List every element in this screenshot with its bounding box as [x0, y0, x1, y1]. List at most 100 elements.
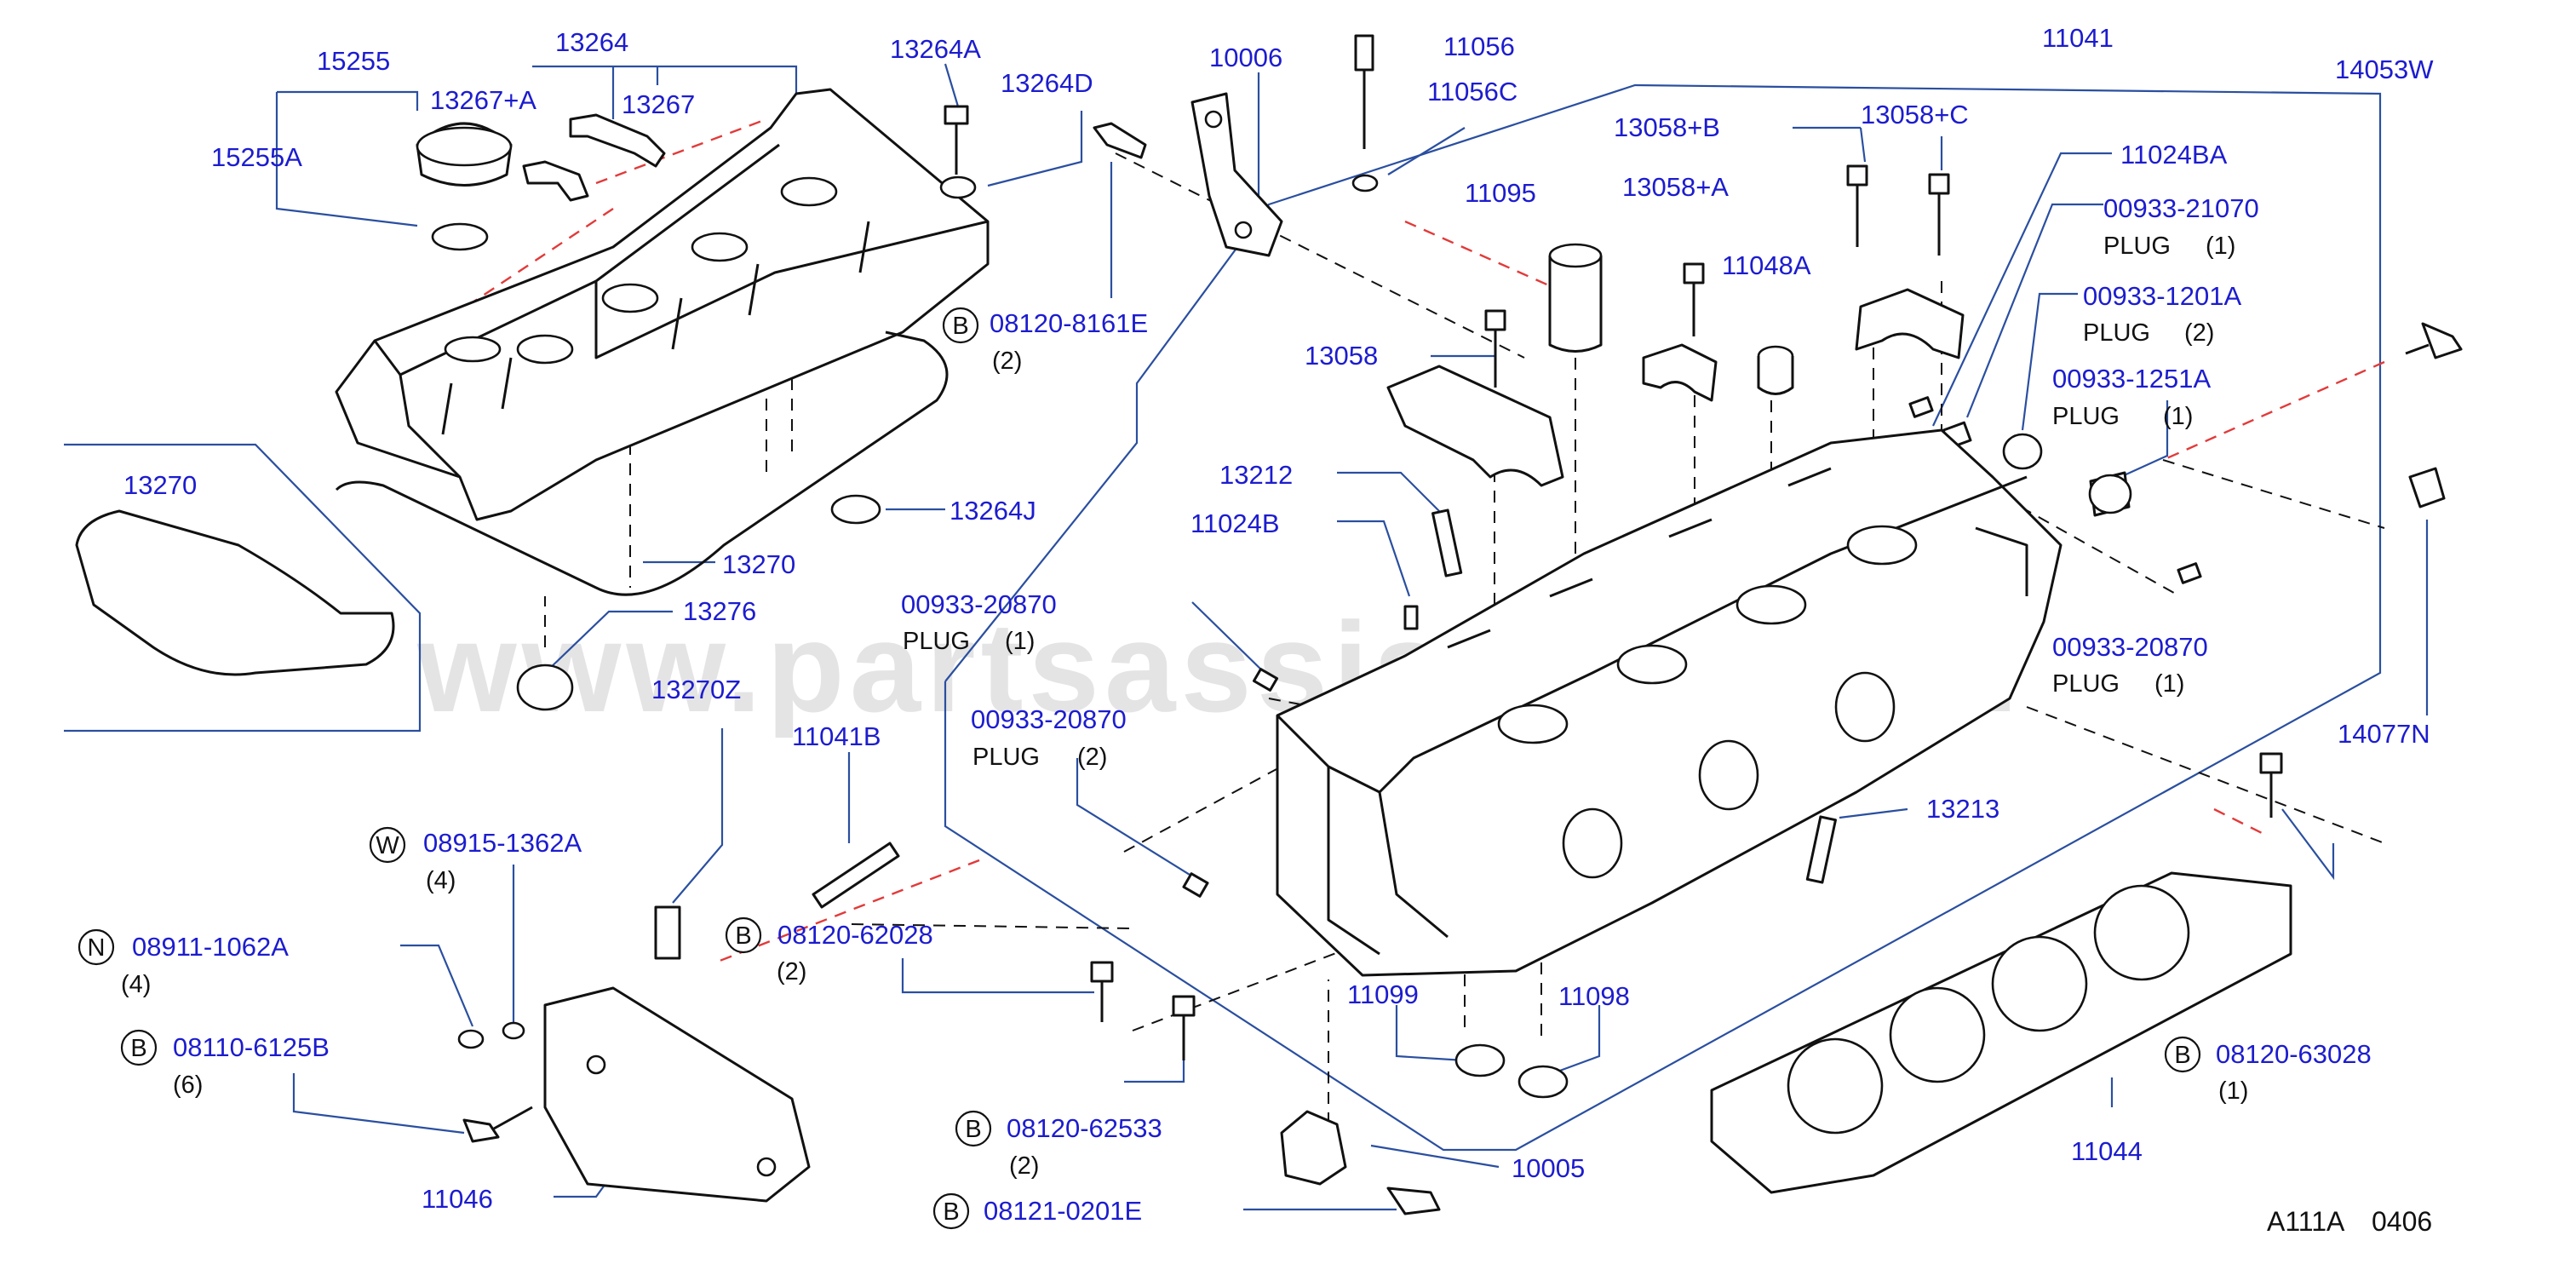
- label-08915-1362A: 08915-1362A: [423, 828, 582, 858]
- svg-text:B: B: [2174, 1042, 2190, 1069]
- timing-cover: [457, 905, 811, 1203]
- label-11056: 11056: [1443, 32, 1515, 61]
- label-13264J: 13264J: [950, 496, 1036, 526]
- rocker-cover: [335, 88, 990, 521]
- label-00933-20870-b: 00933-20870: [2052, 632, 2208, 662]
- svg-text:B: B: [965, 1116, 981, 1143]
- label-08120-62028: 08120-62028: [777, 920, 933, 950]
- circle-markers: B W B N B B B B: [77, 307, 2201, 1230]
- lifting-bracket: [1190, 92, 1283, 257]
- label-14077N: 14077N: [2338, 719, 2430, 749]
- label-08110-6125B: 08110-6125B: [173, 1032, 330, 1062]
- qty-text: (2): [777, 958, 806, 985]
- cover-gaskets: [75, 330, 949, 711]
- marker-b: B: [120, 1029, 158, 1066]
- page-number: 0406: [2372, 1206, 2432, 1237]
- label-13264A: 13264A: [890, 34, 981, 64]
- seals-11099-11098: [1454, 1043, 1569, 1099]
- part-labels: 15255 15255A 13264 13267+A 13267 13264A …: [121, 23, 2434, 1226]
- side-bolt-and-plate: [2405, 322, 2463, 508]
- marker-b: B: [2164, 1036, 2201, 1073]
- label-11024B: 11024B: [1190, 508, 1280, 538]
- label-13270-inset: 13270: [123, 470, 197, 500]
- qty-text: (4): [426, 867, 456, 894]
- qty-text: (2): [2184, 319, 2214, 347]
- oil-filler-cap: [416, 122, 513, 251]
- qty-text: (1): [1005, 628, 1035, 655]
- label-11044: 11044: [2071, 1136, 2143, 1166]
- head-gasket: [1710, 871, 2292, 1194]
- label-08121-0201E: 08121-0201E: [984, 1196, 1142, 1226]
- label-15255A: 15255A: [211, 142, 302, 172]
- label-00933-1201A: 00933-1201A: [2083, 281, 2241, 311]
- svg-text:B: B: [952, 313, 968, 340]
- marker-b: B: [955, 1110, 992, 1147]
- label-11056C: 11056C: [1427, 77, 1517, 106]
- plug-text: PLUG: [2052, 403, 2120, 430]
- qty-text: (2): [1077, 744, 1107, 771]
- label-11024BA: 11024BA: [2120, 140, 2228, 169]
- label-13267: 13267: [622, 89, 695, 119]
- marker-b: B: [942, 307, 979, 344]
- lower-bolts: [1090, 752, 2283, 1060]
- cover-bolts: [939, 105, 1147, 199]
- label-11046: 11046: [422, 1184, 493, 1214]
- marker-n: N: [77, 928, 115, 966]
- label-13267A: 13267+A: [430, 85, 536, 115]
- cam-caps: [1386, 288, 1965, 487]
- label-13213: 13213: [1926, 794, 1999, 824]
- label-14053W: 14053W: [2335, 55, 2434, 84]
- plug-text: PLUG: [903, 628, 970, 655]
- seal-11048A: [1757, 345, 1794, 395]
- label-11095: 11095: [1465, 178, 1536, 208]
- plug-text: PLUG: [2103, 233, 2171, 260]
- plug-text: PLUG: [2083, 319, 2150, 347]
- label-08911-1062A: 08911-1062A: [132, 932, 289, 962]
- plug-11095: [1548, 243, 1603, 353]
- qty-text: (1): [2154, 670, 2184, 698]
- cylinder-head: [1276, 428, 2063, 977]
- label-11099: 11099: [1347, 980, 1419, 1009]
- water-outlet: [1280, 1110, 1441, 1215]
- label-13058C: 13058+C: [1861, 100, 1969, 129]
- qty-text: (1): [2163, 403, 2193, 430]
- stud-11041B: [812, 842, 900, 909]
- label-13058A: 13058+A: [1622, 172, 1729, 202]
- label-11041B: 11041B: [792, 721, 881, 751]
- svg-text:B: B: [130, 1035, 146, 1062]
- label-13264D: 13264D: [1001, 68, 1093, 98]
- qty-text: (1): [2218, 1077, 2248, 1105]
- label-00933-20870-c: 00933-20870: [971, 704, 1127, 734]
- svg-text:B: B: [735, 922, 751, 950]
- label-13276: 13276: [683, 596, 756, 626]
- label-13058: 13058: [1305, 341, 1378, 371]
- qty-text: (2): [992, 348, 1022, 375]
- label-15255: 15255: [317, 46, 390, 76]
- qty-text: (4): [121, 971, 151, 998]
- pcv-hoses: [522, 113, 666, 202]
- qty-text: (1): [2206, 233, 2235, 260]
- dowel-pins: [1182, 508, 1837, 898]
- label-11048A: 11048A: [1722, 250, 1811, 280]
- label-08120-63028: 08120-63028: [2216, 1039, 2372, 1069]
- small-plugs: [1908, 396, 2202, 584]
- label-13212: 13212: [1219, 460, 1293, 490]
- plug-text: PLUG: [972, 744, 1040, 771]
- svg-text:N: N: [88, 934, 106, 962]
- svg-text:B: B: [943, 1198, 959, 1226]
- diagram-code: A111A: [2267, 1206, 2345, 1237]
- cam-cap-bolts: [1484, 164, 1950, 388]
- label-08120-8161E: 08120-8161E: [990, 308, 1148, 338]
- marker-w: W: [369, 826, 406, 864]
- label-08120-62533: 08120-62533: [1007, 1113, 1162, 1143]
- label-00933-21070: 00933-21070: [2103, 193, 2259, 223]
- label-00933-1251A: 00933-1251A: [2052, 364, 2211, 394]
- marker-b: B: [725, 916, 762, 954]
- marker-b: B: [932, 1192, 970, 1230]
- label-11098: 11098: [1558, 981, 1630, 1011]
- label-13264: 13264: [555, 27, 628, 57]
- plug-text: PLUG: [2052, 670, 2120, 698]
- stud-11056: [1351, 34, 1379, 192]
